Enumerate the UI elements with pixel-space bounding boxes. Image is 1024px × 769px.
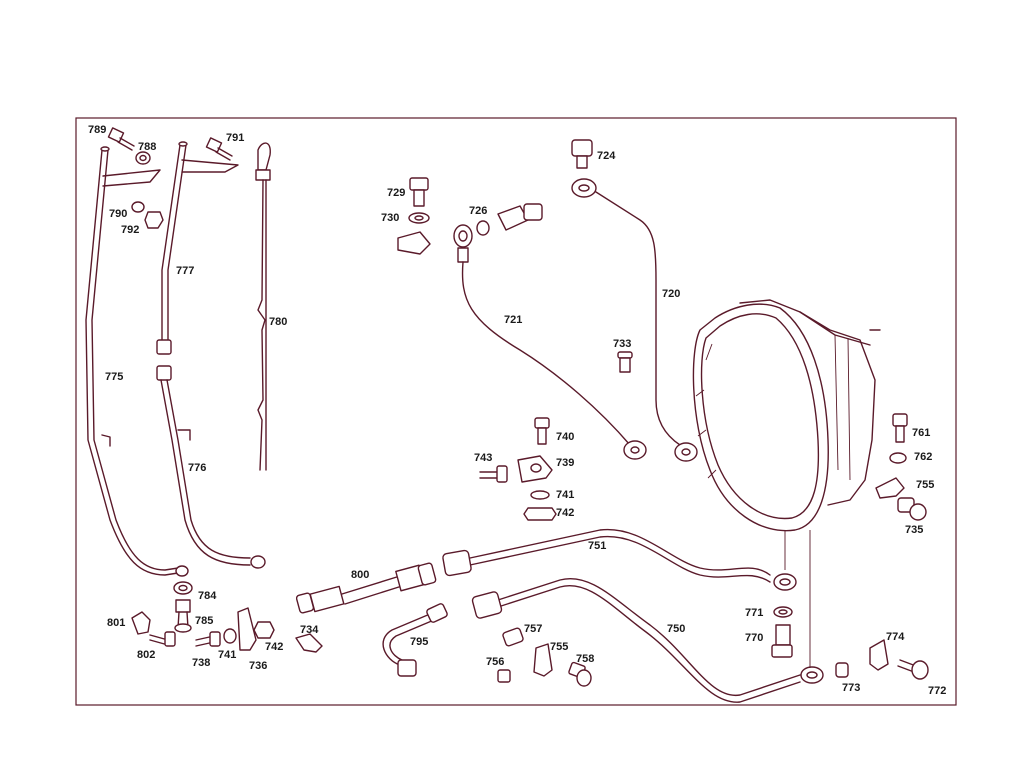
transmission-housing: [692, 299, 881, 532]
label-739: 739: [556, 457, 574, 469]
label-750: 750: [667, 623, 685, 635]
tube-775: [85, 146, 189, 577]
hardware-772-774: [835, 639, 929, 680]
bracket-assembly-739: [479, 417, 557, 521]
label-774: 774: [886, 631, 905, 643]
label-784: 784: [198, 590, 217, 602]
sleeve-733: [617, 351, 633, 373]
label-736: 736: [249, 660, 267, 672]
part-labels: 789 788 791 790 792 777 780 775 776 784 …: [88, 124, 946, 697]
label-742-a: 742: [265, 641, 283, 653]
label-789: 789: [88, 124, 106, 136]
cable-721: [453, 224, 647, 460]
label-733: 733: [613, 338, 631, 350]
label-780: 780: [269, 316, 287, 328]
label-720: 720: [662, 288, 680, 300]
label-800: 800: [351, 569, 369, 581]
label-724: 724: [597, 150, 616, 162]
hardware-761-735: [875, 413, 927, 521]
label-801: 801: [107, 617, 125, 629]
label-762: 762: [914, 451, 932, 463]
label-756: 756: [486, 656, 504, 668]
label-729: 729: [387, 187, 405, 199]
leader-line: [784, 530, 811, 668]
banjo-parts-729-730-726: [397, 177, 543, 255]
label-770: 770: [745, 632, 763, 644]
dipstick-780: [255, 142, 271, 471]
banjo-bolt-770: [771, 606, 793, 658]
hardware-789-792: [107, 127, 233, 229]
diagram-frame: [75, 117, 957, 706]
label-772: 772: [928, 685, 946, 697]
label-773: 773: [842, 682, 860, 694]
cable-720: [571, 139, 698, 462]
label-790: 790: [109, 208, 127, 220]
label-738: 738: [192, 657, 210, 669]
label-742-b: 742: [556, 507, 574, 519]
pipe-750: [471, 577, 824, 703]
label-743: 743: [474, 452, 492, 464]
label-741-b: 741: [556, 489, 574, 501]
hardware-755-758: [497, 627, 592, 687]
hose-800: [295, 562, 437, 653]
label-775: 775: [105, 371, 123, 383]
label-726: 726: [469, 205, 487, 217]
label-755-a: 755: [550, 641, 568, 653]
label-740: 740: [556, 431, 574, 443]
label-734: 734: [300, 624, 319, 636]
hardware-784-742: [131, 581, 275, 651]
label-802: 802: [137, 649, 155, 661]
pipe-751: [442, 528, 797, 591]
label-788: 788: [138, 141, 156, 153]
label-751: 751: [588, 540, 606, 552]
label-776: 776: [188, 462, 206, 474]
label-771: 771: [745, 607, 763, 619]
pipe-795: [382, 603, 448, 677]
label-795: 795: [410, 636, 428, 648]
label-785: 785: [195, 615, 213, 627]
tube-777-776: [156, 141, 266, 569]
label-758: 758: [576, 653, 594, 665]
label-757: 757: [524, 623, 542, 635]
label-761: 761: [912, 427, 930, 439]
label-741-a: 741: [218, 649, 236, 661]
label-755-b: 755: [916, 479, 934, 491]
label-721: 721: [504, 314, 522, 326]
label-730: 730: [381, 212, 399, 224]
label-777: 777: [176, 265, 194, 277]
label-792: 792: [121, 224, 139, 236]
label-735: 735: [905, 524, 923, 536]
label-791: 791: [226, 132, 244, 144]
